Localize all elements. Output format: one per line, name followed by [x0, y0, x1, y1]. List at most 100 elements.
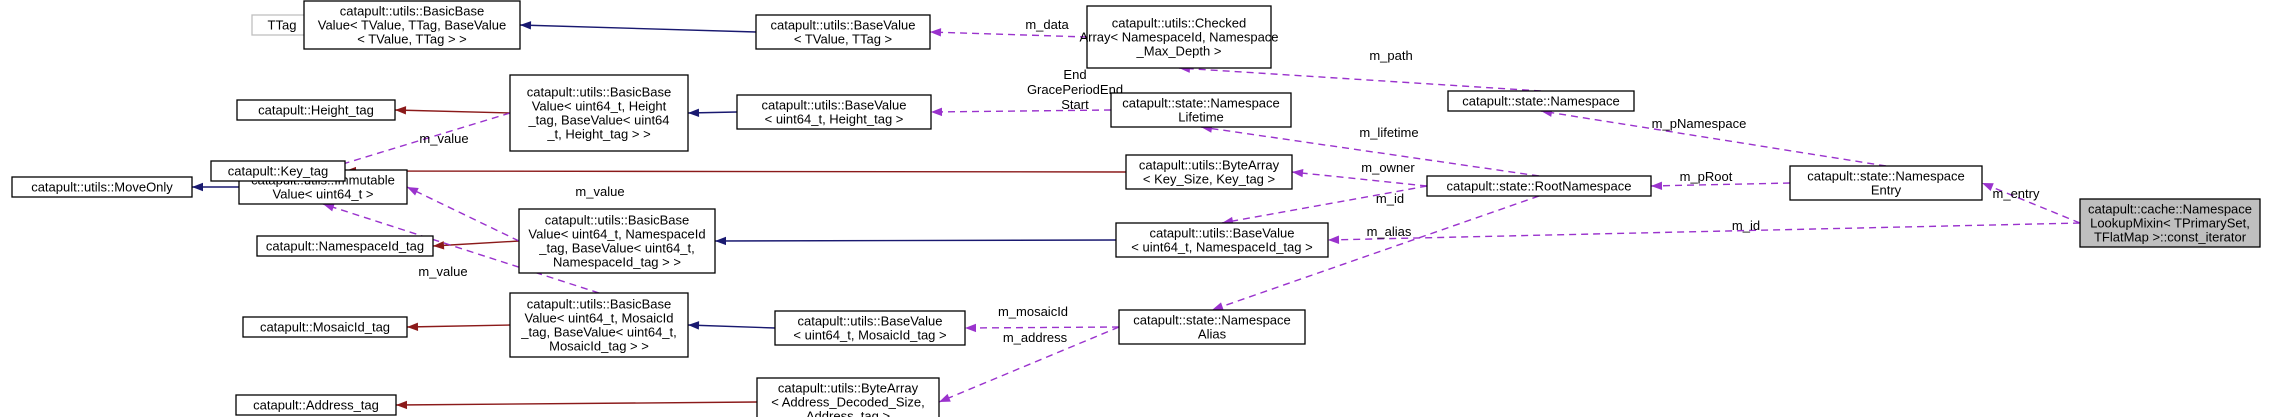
class-node-mosaic-id-tag[interactable]: catapult::MosaicId_tag [242, 316, 408, 338]
arrowhead [192, 182, 203, 192]
edge-const_iterator-to-namespace_entry [1981, 182, 2081, 224]
arrowhead [323, 203, 335, 212]
class-name-line: _t, Height_tag > > [546, 127, 650, 142]
class-name-line: TFlatMap >::const_iterator [2094, 230, 2247, 245]
edge-label-m-entry: m_entry [1993, 186, 2040, 201]
arrowhead [688, 321, 700, 330]
edge-base_value_ttag-to-basic_base_ttag [519, 24, 757, 33]
class-node-base-value-ttag[interactable]: catapult::utils::BaseValue< TValue, TTag… [755, 14, 931, 50]
edge-basic_base_mosaic-to-immutable_value [322, 203, 600, 294]
edge-label-m-mosaicId: m_mosaicId [998, 304, 1068, 319]
arrowhead [939, 393, 951, 402]
class-node-byte-array-address[interactable]: catapult::utils::ByteArray< Address_Deco… [756, 377, 940, 417]
class-name-line: Entry [1871, 183, 1902, 198]
class-node-height-tag[interactable]: catapult::Height_tag [236, 99, 396, 121]
class-name-line: _tag, BaseValue< uint64_t, [520, 325, 677, 340]
class-node-base-value-mosaic[interactable]: catapult::utils::BaseValue< uint64_t, Mo… [774, 310, 966, 346]
class-node-key-tag[interactable]: catapult::Key_tag [210, 160, 346, 182]
edge-namespace_entry-to-state_namespace [1540, 110, 1887, 167]
class-box [756, 377, 940, 417]
edge-byte_array_key-to-key_tag [344, 170, 1127, 173]
edge-byte_array_address-to-address_tag [395, 401, 758, 406]
class-name-line: NamespaceId_tag > > [553, 255, 681, 270]
edge-basic_base_nsid-to-immutable_value [406, 186, 520, 242]
arrowhead [715, 236, 727, 246]
class-node-move-only[interactable]: catapult::utils::MoveOnly [11, 176, 193, 198]
edge-label-m-lifetime: m_lifetime [1359, 125, 1418, 140]
arrowhead [930, 28, 942, 37]
class-name-line: Value< uint64_t, NamespaceId [528, 227, 705, 242]
arrowhead [1328, 235, 1340, 244]
class-node-base-value-height[interactable]: catapult::utils::BaseValue< uint64_t, He… [736, 94, 932, 130]
edge-namespace_alias-to-base_value_mosaic [964, 326, 1120, 329]
class-node-namespace-id-tag[interactable]: catapult::NamespaceId_tag [256, 235, 434, 257]
class-name-line: catapult::utils::ByteArray [778, 381, 919, 396]
class-name-line: catapult::Key_tag [228, 164, 328, 179]
edge-label-line: Start [1061, 97, 1089, 112]
edge-label-line: m_id [1732, 218, 1760, 233]
class-node-ttag[interactable]: TTag [251, 14, 313, 36]
class-node-address-tag[interactable]: catapult::Address_tag [235, 394, 397, 416]
class-name-line: LookupMixin< TPrimarySet, [2090, 216, 2250, 231]
arrowhead [931, 107, 943, 117]
edge-label-line: m_pNamespace [1652, 116, 1747, 131]
class-node-byte-array-key[interactable]: catapult::utils::ByteArray< Key_Size, Ke… [1125, 154, 1293, 190]
class-box [509, 292, 689, 358]
edge-label-line: m_entry [1993, 186, 2040, 201]
class-node-state-namespace[interactable]: catapult::state::Namespace [1447, 90, 1635, 112]
class-node-root-namespace[interactable]: catapult::state::RootNamespace [1426, 175, 1652, 197]
arrowhead [396, 400, 408, 410]
edges-layer [192, 20, 2081, 410]
class-name: catapult::Key_tag [228, 164, 328, 179]
edge-label-m-data: m_data [1025, 17, 1069, 32]
class-name-line: catapult::utils::BasicBase [545, 213, 690, 228]
arrowhead [1651, 181, 1663, 190]
edge-label-m-value-nsid: m_value [575, 184, 624, 199]
edge-basic_base_mosaic-to-mosaic_id_tag [406, 324, 511, 328]
arrowhead [407, 322, 419, 331]
arrowhead [1292, 168, 1304, 178]
class-name-line: catapult::state::Namespace [1122, 96, 1280, 111]
edge-label-m-id-root: m_id [1376, 191, 1404, 206]
edge-label-line: GracePeriodEnd [1027, 82, 1123, 97]
arrowhead [395, 106, 407, 115]
class-box [242, 316, 408, 338]
class-name: catapult::utils::BaseValue< uint64_t, Na… [1131, 226, 1312, 255]
class-node-base-value-nsid[interactable]: catapult::utils::BaseValue< uint64_t, Na… [1115, 222, 1329, 258]
edge-label-line: m_address [1003, 330, 1068, 345]
edge-namespace_alias-to-byte_array_address [938, 326, 1120, 403]
edge-label-m-address: m_address [1003, 330, 1068, 345]
edge-label-m-value-height: m_value [419, 131, 468, 146]
class-box [11, 176, 193, 198]
class-name-line: catapult::utils::BaseValue [770, 18, 915, 33]
class-name-line: catapult::utils::BaseValue [761, 98, 906, 113]
edge-label-line: m_lifetime [1359, 125, 1418, 140]
arrowhead [1212, 302, 1224, 311]
class-box [1086, 5, 1272, 69]
class-box [509, 74, 689, 152]
class-name-line: < Key_Size, Key_tag > [1143, 172, 1275, 187]
class-name-line: < uint64_t, MosaicId_tag > [793, 328, 946, 343]
edge-label-line: m_path [1369, 48, 1412, 63]
class-box [1118, 309, 1306, 345]
class-name-line: catapult::utils::BaseValue [1149, 226, 1294, 241]
class-name: catapult::state::Namespace [1462, 94, 1620, 109]
class-node-immutable-value[interactable]: catapult::utils::ImmutableValue< uint64_… [238, 169, 408, 205]
edge-basic_base_nsid-to-namespace_id_tag [432, 240, 520, 247]
class-name-line: MosaicId_tag > > [549, 339, 649, 354]
class-name-line: catapult::MosaicId_tag [260, 320, 390, 335]
class-name-line: Address_tag > [806, 409, 890, 417]
